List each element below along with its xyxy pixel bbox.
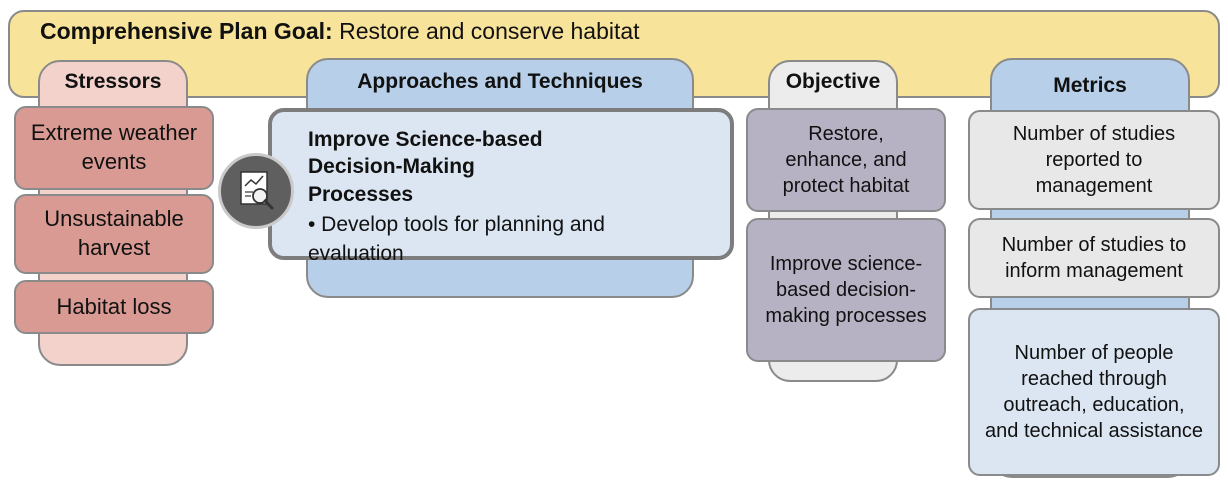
stressor-box: Extreme weather events <box>14 106 214 190</box>
metric-box: Number of studies to inform management <box>968 218 1220 298</box>
stressor-box: Habitat loss <box>14 280 214 334</box>
goal-text: Restore and conserve habitat <box>332 18 640 44</box>
metric-box: Number of people reached through outreac… <box>968 308 1220 476</box>
goal-label: Comprehensive Plan Goal: <box>40 18 333 44</box>
magnifier-chart-icon <box>218 153 294 229</box>
stressor-box: Unsustainable harvest <box>14 194 214 274</box>
stressors-header: Stressors <box>64 70 162 93</box>
approach-box: Improve Science-based Decision-Making Pr… <box>268 108 734 265</box>
approach-bullet: • Develop tools for planning and evaluat… <box>308 212 605 266</box>
objective-box: Restore, enhance, and protect habitat <box>746 108 946 212</box>
goal-title: Comprehensive Plan Goal: Restore and con… <box>40 18 640 45</box>
objective-box: Improve science-based decision-making pr… <box>746 218 946 362</box>
approach-title: Improve Science-based Decision-Making Pr… <box>308 128 543 206</box>
metrics-header: Metrics <box>1053 74 1127 97</box>
metric-box: Number of studies reported to management <box>968 110 1220 210</box>
approaches-header: Approaches and Techniques <box>357 70 643 93</box>
objective-header: Objective <box>785 70 881 93</box>
